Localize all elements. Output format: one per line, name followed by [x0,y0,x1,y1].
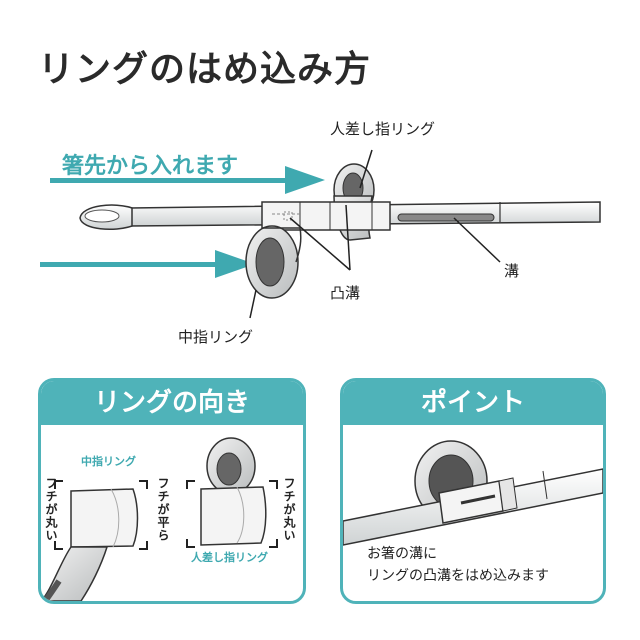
panel-title: ポイント [420,388,525,418]
leader-convex-a [289,217,351,271]
middle-finger-ring [245,225,302,299]
orientation-illustration [41,437,278,601]
leader-convex-b [345,204,351,271]
middle-ring-label: 中指リング [178,328,254,346]
point-panel: ポイント お箸の溝に リングの凸溝をはめ込みます [340,378,606,604]
edge-round-left: フチが丸い [44,477,58,542]
page-title: リングのはめ込み方 [38,49,372,90]
arrow-lower [40,250,255,278]
ring-collar [261,201,391,231]
index-ring-label: 人差し指リング [330,120,436,138]
point-line-1: お箸の溝に [367,546,437,562]
orientation-index-ring: 人差し指リング [191,551,268,564]
point-illustration [343,440,603,546]
panel-header [343,381,603,425]
panel-title: リングの向き [93,388,250,418]
edge-flat: フチが平ら [156,477,170,542]
point-line-2: リングの凸溝をはめ込みます [367,568,549,584]
orientation-middle-ring: 中指リング [81,455,136,468]
convex-groove-label: 凸溝 [330,284,361,302]
panel-header [41,381,303,425]
assembly-diagram [40,149,601,319]
arrow-upper [50,166,325,194]
groove-label: 溝 [504,262,520,280]
edge-round-right: フチが丸い [282,477,296,542]
ring-orientation-panel: リングの向き 中指リング 人差し指リング フチが丸い フチが平ら フチが丸い [38,378,306,604]
leader-index-ring [359,149,373,189]
leader-groove [453,217,501,263]
leader-middle-ring [249,289,257,319]
insert-from-tip-label: 箸先から入れます [62,154,239,179]
